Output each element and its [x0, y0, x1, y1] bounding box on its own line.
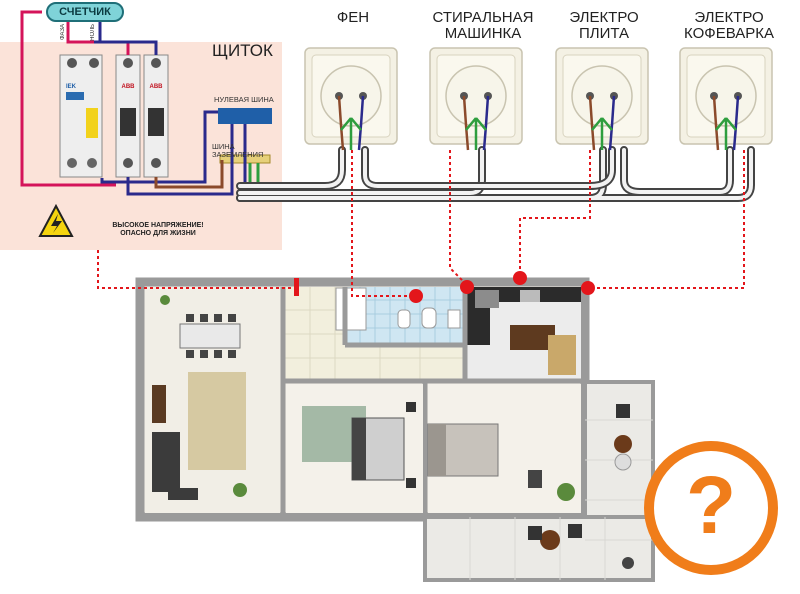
- coffee-machine: [520, 290, 540, 302]
- high-voltage-warning: ВЫСОКОЕ НАПРЯЖЕНИЕ! ОПАСНО ДЛЯ ЖИЗНИ: [98, 222, 218, 239]
- balcony-chair: [616, 404, 630, 418]
- warning-line-1: ВЫСОКОЕ НАПРЯЖЕНИЕ!: [112, 222, 204, 229]
- panel-background: [0, 42, 282, 250]
- socket-stove: [555, 47, 649, 151]
- socket-hairdryer: [304, 47, 398, 151]
- interior-walls: [280, 287, 585, 517]
- floor-plan: [135, 277, 655, 582]
- breaker-2-brand: ABB: [149, 84, 163, 90]
- stove: [475, 290, 499, 308]
- appliance-name-2: МАШИНКА: [444, 24, 522, 42]
- appliance-name-2: ПЛИТА: [578, 24, 630, 42]
- appliance-label-coffee-maker: ЭЛЕКТРО КОФЕВАРКА: [659, 10, 799, 42]
- meter-label: СЧЕТЧИК: [59, 6, 111, 18]
- socket-washer: [429, 47, 523, 151]
- sink: [397, 309, 411, 329]
- sofa: [152, 432, 180, 492]
- outlet-group: [304, 47, 773, 151]
- electric-meter: СЧЕТЧИК: [46, 2, 124, 22]
- rcd-brand: IEK: [65, 84, 76, 90]
- appliance-label-hairdryer: ФЕН: [283, 10, 423, 26]
- warning-line-2: ОПАСНО ДЛЯ ЖИЗНИ: [120, 230, 196, 238]
- dining-chairs: [186, 314, 236, 358]
- socket-coffee-maker: [679, 47, 773, 151]
- appliance-label-washer: СТИРАЛЬНАЯ МАШИНКА: [413, 10, 553, 42]
- desk: [528, 470, 542, 488]
- washing-machine: [447, 309, 461, 329]
- living-rug: [188, 372, 246, 470]
- appliance-name: ЭЛЕКТРО: [694, 9, 764, 26]
- electrical-panel: [0, 42, 282, 250]
- neutral-bus-bar: [218, 108, 272, 124]
- question-mark: ?: [685, 460, 737, 551]
- kitchen-island: [510, 325, 555, 350]
- neutral-bus-label: НУЛЕВАЯ ШИНА: [214, 95, 274, 104]
- toilet: [421, 307, 437, 329]
- plant: [160, 295, 170, 305]
- question-badge: [644, 441, 778, 575]
- appliance-name: ФЕН: [336, 9, 370, 26]
- location-markers: [294, 271, 595, 303]
- meter-wires: [20, 10, 158, 187]
- appliance-name: СТИРАЛЬНАЯ: [432, 9, 534, 26]
- phase-wire-label: ФАЗА: [60, 24, 66, 40]
- appliance-name-2: КОФЕВАРКА: [684, 24, 774, 42]
- side-desk: [152, 385, 166, 423]
- neutral-wire-label: НОЛЬ: [90, 24, 96, 41]
- breaker-1-brand: ABB: [121, 84, 135, 90]
- appliance-name: ЭЛЕКТРО: [569, 9, 639, 26]
- appliance-label-stove: ЭЛЕКТРО ПЛИТА: [534, 10, 674, 42]
- ground-bus-label: ШИНА ЗАЗЕМЛЕНИЯ: [212, 142, 264, 159]
- dining-table: [179, 323, 241, 349]
- rcd-toggle: [86, 108, 98, 138]
- kitchen-bench: [548, 335, 576, 375]
- panel-title: ЩИТОК: [212, 41, 273, 60]
- location-connectors: [97, 150, 745, 297]
